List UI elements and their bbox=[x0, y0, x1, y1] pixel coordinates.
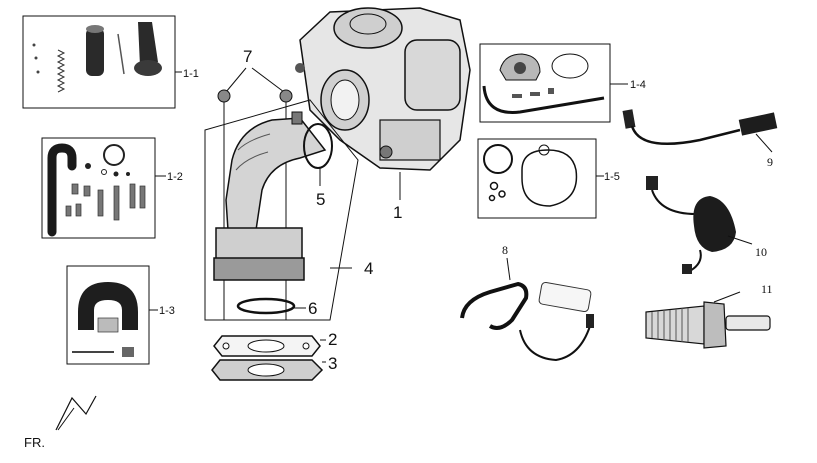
callout-1-4: 1-4 bbox=[630, 79, 646, 91]
callout-1-1: 1-1 bbox=[183, 68, 199, 80]
callout-6: 6 bbox=[308, 299, 317, 318]
hose-clamp[interactable]: 5 bbox=[291, 111, 333, 209]
callout-1-3: 1-3 bbox=[159, 305, 175, 317]
choke-body bbox=[693, 196, 736, 252]
callout-1-5: 1-5 bbox=[604, 171, 620, 183]
fuel-hose-part bbox=[47, 143, 77, 237]
intake-gasket[interactable]: 2 bbox=[213, 330, 337, 357]
manifold-o-ring[interactable]: 6 bbox=[236, 297, 317, 318]
callout-5: 5 bbox=[316, 190, 325, 209]
spring-part bbox=[56, 49, 66, 93]
cover-gasket-part bbox=[551, 53, 589, 79]
harness-connector-block bbox=[738, 112, 778, 136]
jet-needle-part bbox=[117, 33, 125, 75]
auto-choke-10[interactable]: 10 bbox=[646, 176, 767, 274]
jet-screws-part bbox=[65, 183, 146, 221]
kit-box-1-1[interactable]: 1-1 bbox=[22, 15, 199, 109]
nut-right bbox=[279, 89, 293, 103]
nuts-callout-7[interactable]: 7 bbox=[217, 47, 293, 320]
callout-4: 4 bbox=[364, 259, 373, 278]
manifold-base bbox=[215, 227, 303, 261]
intake-manifold[interactable]: 4 bbox=[204, 99, 373, 321]
bowl-gasket-part bbox=[521, 149, 578, 207]
throttle-sensor-8[interactable]: 8 bbox=[460, 243, 594, 362]
carburetor-assembly[interactable]: 1 bbox=[295, 7, 471, 222]
insulator-block[interactable]: 3 bbox=[211, 354, 337, 381]
float-part bbox=[78, 282, 138, 333]
throttle-cover-part bbox=[499, 53, 541, 81]
callout-3: 3 bbox=[328, 354, 337, 373]
callout-9: 9 bbox=[767, 155, 773, 169]
front-direction-indicator: FR. bbox=[24, 395, 97, 450]
kit-box-1-5[interactable]: 1-5 bbox=[477, 138, 620, 219]
temp-sensor-11[interactable]: 11 bbox=[645, 282, 773, 349]
callout-1: 1 bbox=[393, 203, 402, 222]
vent-hose-part bbox=[482, 85, 605, 114]
o-ring-part bbox=[103, 144, 125, 166]
kit-box-1-2[interactable]: 1-2 bbox=[41, 137, 183, 239]
front-label: FR. bbox=[24, 435, 45, 450]
callout-7: 7 bbox=[243, 47, 252, 66]
kit-box-1-4[interactable]: 1-4 bbox=[479, 43, 646, 123]
callout-8: 8 bbox=[502, 243, 508, 257]
nut-left bbox=[217, 89, 231, 103]
sensor-harness-9[interactable]: 9 bbox=[622, 109, 778, 169]
callout-11: 11 bbox=[761, 282, 773, 296]
diaphragm-cap-part bbox=[134, 22, 162, 76]
callout-1-2: 1-2 bbox=[167, 171, 183, 183]
large-o-ring-part bbox=[483, 144, 513, 174]
carburetor-top-cap bbox=[333, 7, 403, 49]
callout-10: 10 bbox=[755, 245, 767, 259]
carburetor-screw bbox=[295, 63, 305, 73]
sensor-bracket bbox=[460, 282, 529, 330]
slide-piston-part bbox=[86, 25, 104, 76]
kit-box-1-3[interactable]: 1-3 bbox=[66, 265, 175, 365]
callout-2: 2 bbox=[328, 330, 337, 349]
needle-valve-part bbox=[122, 347, 134, 357]
sensor-hex-nut bbox=[703, 301, 727, 349]
